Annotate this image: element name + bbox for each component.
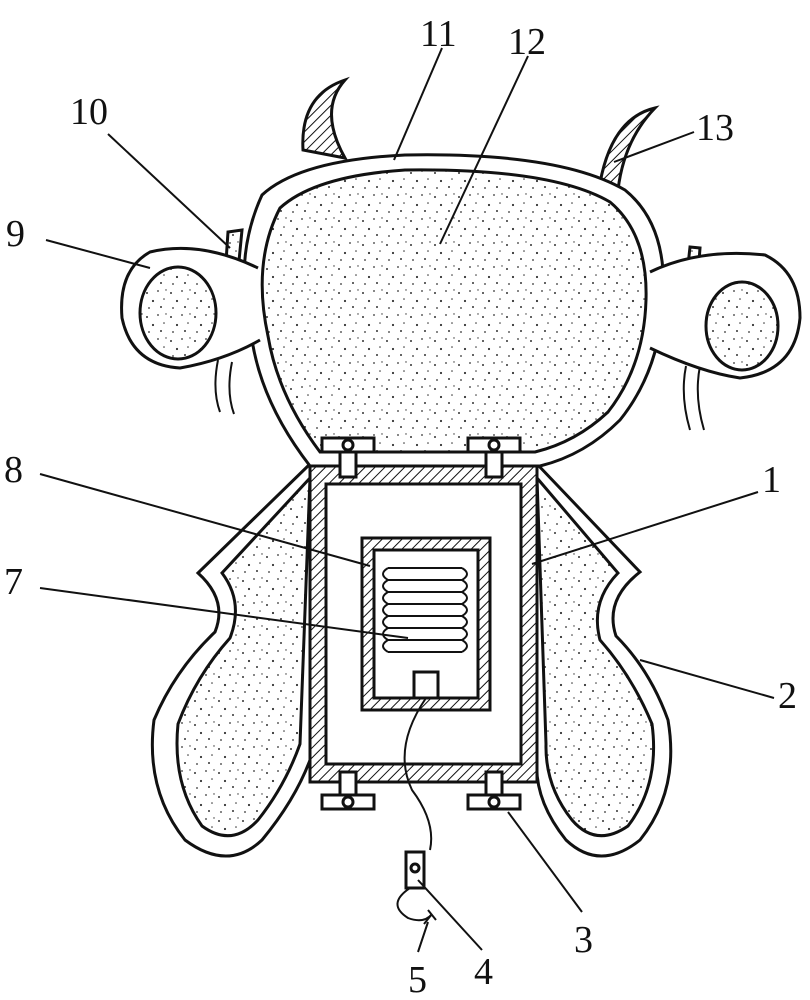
lower-pad-right-inner (535, 473, 656, 838)
leader-11 (393, 47, 443, 161)
coil-bends-2 (382, 567, 468, 653)
label-7: 7 (4, 561, 23, 603)
leader-12 (439, 55, 529, 245)
lower-pad (150, 460, 673, 858)
top-right-strap (598, 105, 660, 193)
label-1: 1 (762, 459, 781, 501)
lower-pad-left-inner (175, 474, 312, 838)
label-2: 2 (778, 675, 797, 717)
label-8: 8 (4, 449, 23, 491)
upper-pad-inner (260, 168, 648, 454)
lower-pad-right-outer (535, 460, 673, 858)
left-ear-hole (138, 265, 218, 361)
leader-2 (639, 659, 775, 699)
leader-4 (417, 879, 483, 951)
right-lower-tie-b (696, 365, 705, 431)
clips (320, 436, 522, 811)
top-left-strap (301, 76, 350, 161)
ear-loops (120, 246, 802, 380)
clip-bottom-left (320, 770, 376, 811)
leader-10 (107, 133, 231, 249)
connector-block (412, 670, 440, 700)
clip-top-right (466, 436, 522, 479)
right-ear-hole (704, 280, 780, 372)
label-11: 11 (420, 13, 457, 55)
label-3: 3 (574, 919, 593, 961)
leader-8 (39, 473, 371, 567)
coil-bends (382, 567, 468, 653)
label-9: 9 (6, 213, 25, 255)
plug-tip (423, 909, 437, 925)
clip-bottom-right (466, 770, 522, 811)
reference-labels: 1 2 3 4 5 7 8 9 10 11 12 13 (4, 13, 797, 1000)
right-lower-tie-a (682, 365, 691, 431)
left-lower-tie-b (228, 361, 235, 415)
upper-pad (242, 153, 665, 468)
leader-1 (531, 491, 759, 565)
power-wire (403, 697, 433, 851)
leader-3 (507, 811, 583, 913)
label-12: 12 (508, 21, 546, 63)
leader-5 (417, 921, 429, 953)
heater-box (360, 536, 492, 712)
leader-9 (45, 239, 151, 269)
label-10: 10 (70, 91, 108, 133)
leader-7 (39, 587, 409, 639)
wire-assembly (396, 697, 437, 925)
plug-cord (396, 887, 433, 922)
clip-top-left (320, 436, 376, 479)
label-4: 4 (474, 951, 493, 993)
leader-13 (613, 131, 695, 163)
coil-rungs (388, 567, 462, 653)
label-5: 5 (408, 959, 427, 1000)
leader-lines (39, 47, 775, 953)
left-lower-tie-a (214, 359, 221, 413)
label-13: 13 (696, 107, 734, 149)
lower-pad-left-outer (150, 460, 312, 858)
